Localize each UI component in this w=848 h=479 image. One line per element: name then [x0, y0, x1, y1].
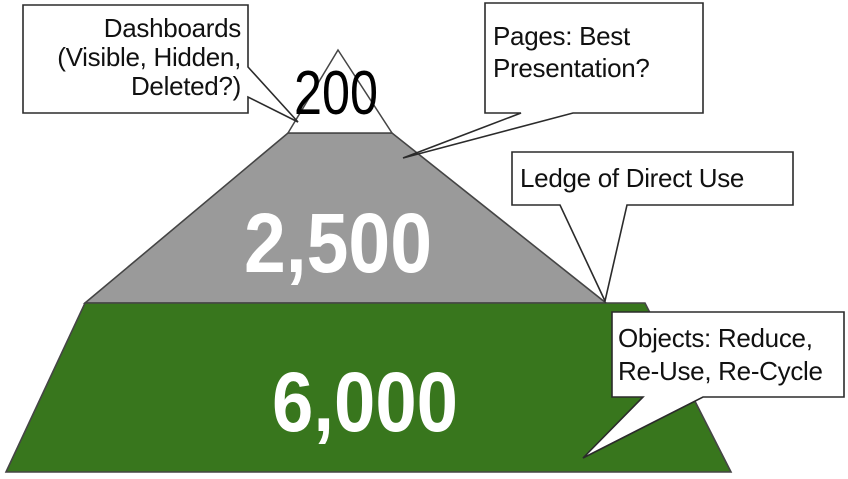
- callout-bubble-dashboards: [22, 4, 299, 123]
- callout-bubble-pages: [402, 2, 704, 159]
- pyramid-layer-objects: [4, 302, 733, 473]
- pyramid-layer-dashboards: [286, 48, 394, 134]
- value-objects: 6,000: [272, 355, 458, 449]
- callout-label-pages: Pages: Best Presentation?: [493, 21, 650, 83]
- value-pages: 2,500: [244, 196, 432, 290]
- callout-bubble-ledge: [511, 151, 794, 304]
- callout-label-objects: Objects: Reduce, Re-Use, Re-Cycle: [618, 323, 823, 386]
- callout-bubble-objects: [582, 311, 845, 459]
- callout-label-dashboards: Dashboards (Visible, Hidden, Deleted?): [57, 13, 241, 101]
- value-dashboards: 200: [294, 59, 378, 128]
- callout-label-ledge: Ledge of Direct Use: [520, 163, 745, 193]
